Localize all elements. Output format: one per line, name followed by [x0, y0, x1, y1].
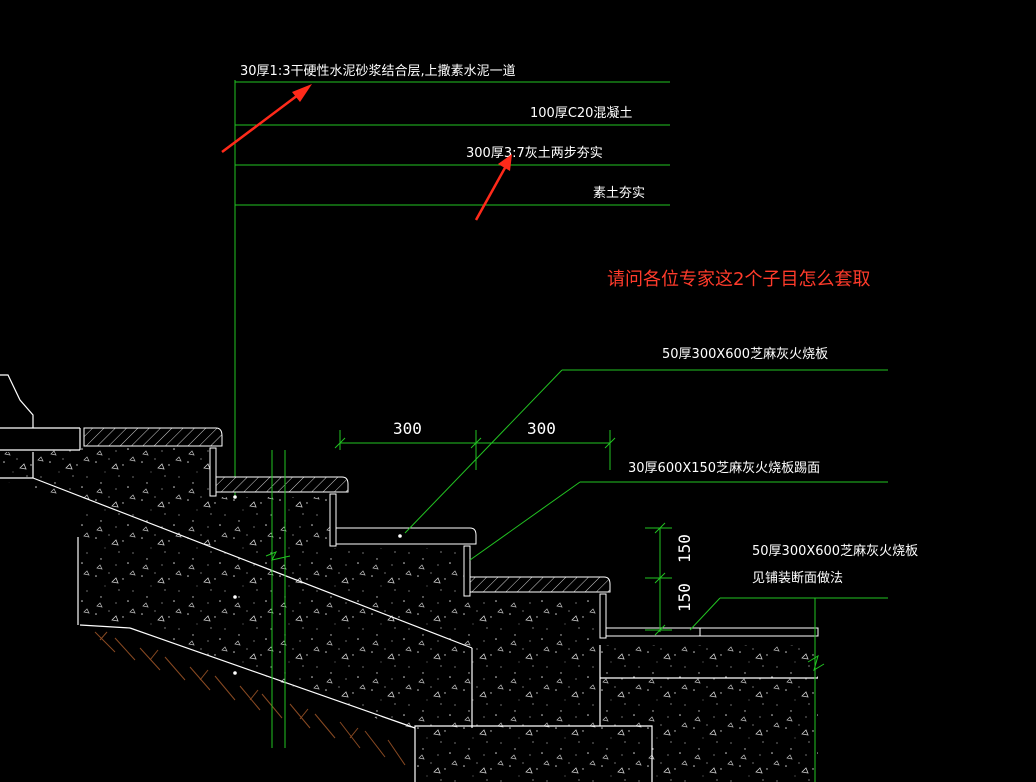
riser-note: 30厚600X150芝麻灰火烧板踢面 [628, 460, 820, 476]
layer2-note: 100厚C20混凝土 [530, 105, 632, 121]
dim-riser-b: 150 [675, 583, 694, 612]
red-arrow-upper [221, 84, 312, 153]
tread-finish-slabs [83, 427, 819, 639]
landing-note: 50厚300X600芝麻灰火烧板 [752, 543, 918, 559]
dim-tread-b: 300 [527, 419, 556, 438]
node-markers [233, 495, 402, 675]
dim-riser-a: 150 [675, 534, 694, 563]
horizontal-dimension [334, 430, 616, 470]
layer-leader-lines [234, 80, 670, 680]
layer1-note: 30厚1:3干硬性水泥砂浆结合层,上撒素水泥一道 [240, 63, 516, 79]
layer3-note: 300厚3:7灰土两步夯实 [466, 146, 603, 161]
vertical-dimension [645, 522, 672, 636]
stair-outline [0, 374, 818, 782]
layer4-note: 素土夯实 [593, 186, 645, 201]
question-text: 请问各位专家这2个子目怎么套取 [607, 269, 870, 290]
red-arrow-lower [474, 154, 512, 221]
landing-ref-note: 见铺装断面做法 [752, 571, 843, 586]
tread-note: 50厚300X600芝麻灰火烧板 [662, 346, 828, 362]
stair-leader-lines [265, 369, 888, 782]
earth-mask [0, 480, 420, 782]
soil-hatch [94, 631, 406, 766]
dim-tread-a: 300 [393, 419, 422, 438]
